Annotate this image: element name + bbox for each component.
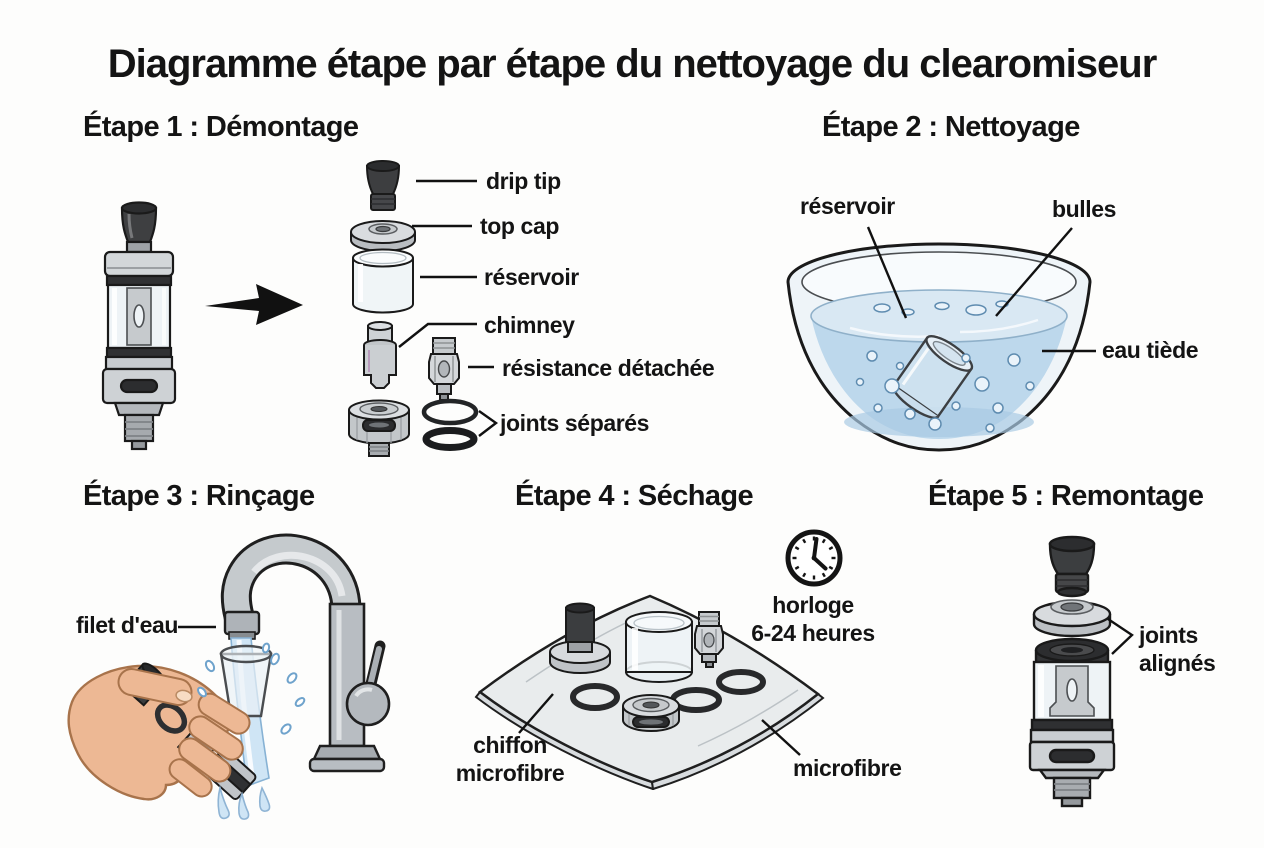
exploded-drip-tip [365, 160, 401, 211]
label-horloge: horloge 6-24 heures [748, 592, 878, 647]
cloth-drip-tip-assembly [549, 602, 611, 674]
drip-water [217, 784, 271, 820]
o-ring-bottom [105, 346, 173, 359]
cloth-base-part [622, 694, 680, 732]
exploded-parts-illustration [348, 160, 479, 457]
label-horloge-line1: horloge [772, 592, 854, 618]
assembled-clearomizer-illustration [101, 201, 177, 451]
label-chimney: chimney [484, 312, 575, 338]
floating-drip-tip [1048, 535, 1096, 598]
label-top-cap: top cap [480, 213, 559, 239]
splash-droplets [197, 642, 306, 735]
label-chiffon-microfibre: chiffon microfibre [450, 732, 570, 787]
exploded-chimney [363, 321, 397, 389]
label-joints-separes: joints séparés [500, 410, 650, 436]
step1-heading: Étape 1 : Démontage [83, 111, 359, 143]
exploded-top-cap [350, 220, 416, 252]
label-horloge-line2: 6-24 heures [751, 619, 875, 646]
tank-body [1028, 637, 1116, 808]
thread-connector-part [123, 413, 155, 451]
exploded-reservoir-glass [352, 248, 414, 314]
exploded-o-rings [421, 398, 479, 451]
label-resistance: résistance détachée [502, 355, 715, 381]
label-chiffon-line2: microfibre [455, 759, 565, 786]
label-joints-alignes: joints alignés [1139, 622, 1216, 677]
faucet [220, 533, 391, 773]
label-eau-tiede: eau tiède [1102, 337, 1199, 363]
step4-heading: Étape 4 : Séchage [515, 480, 754, 512]
arrow-right-icon [205, 284, 303, 325]
fingers [117, 668, 251, 798]
drying-cloth-illustration [474, 594, 825, 790]
glass-cup [219, 644, 273, 718]
drip-tip-collar [125, 240, 153, 254]
reassembly-illustration [1028, 535, 1116, 808]
step5-heading: Étape 5 : Remontage [928, 480, 1204, 512]
label-joints-line2: alignés [1139, 649, 1216, 676]
label-reservoir-bowl: réservoir [800, 193, 895, 219]
label-reservoir: réservoir [484, 264, 579, 290]
label-bulles: bulles [1052, 196, 1117, 222]
faucet-handle [345, 640, 391, 727]
top-cap-part [103, 250, 175, 278]
label-microfibre: microfibre [793, 755, 902, 781]
base-ring [104, 355, 174, 371]
o-ring-top [105, 274, 173, 287]
label-joints-line1: joints [1139, 622, 1198, 648]
cloth-glass-reservoir [625, 611, 693, 683]
page-title: Diagramme étape par étape du nettoyage d… [107, 42, 1158, 86]
floating-top-cap [1032, 599, 1112, 638]
airflow-base-part [101, 367, 177, 417]
label-drip-tip: drip tip [486, 168, 561, 194]
step3-heading: Étape 3 : Rinçage [83, 480, 315, 512]
glass-tank-section [106, 283, 172, 350]
exploded-base [348, 399, 410, 457]
drip-tip-part [120, 201, 158, 244]
rinsing-illustration [67, 533, 391, 820]
label-filet-eau: filet d'eau [76, 612, 179, 638]
step2-heading: Étape 2 : Nettoyage [822, 111, 1080, 143]
clock-icon [785, 529, 843, 587]
exploded-coil-resistance [428, 337, 460, 401]
cloth-coil [694, 611, 724, 668]
bowl-illustration [786, 242, 1092, 452]
